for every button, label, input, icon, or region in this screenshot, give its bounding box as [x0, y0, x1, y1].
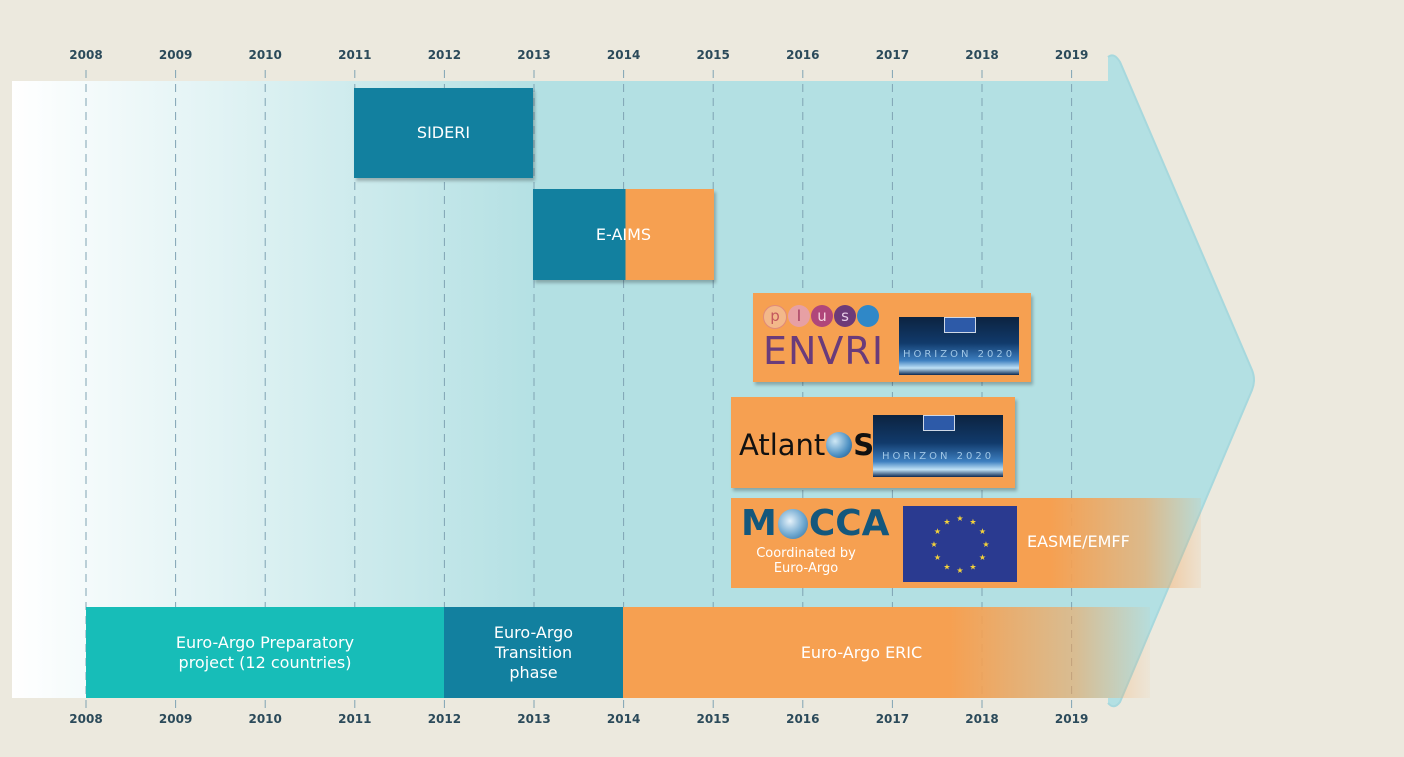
transition-label: Euro-Argo Transition phase — [493, 622, 574, 682]
plus-circles: p l u s — [763, 305, 879, 329]
year-label-top: 2019 — [1054, 48, 1089, 62]
eu-star-icon: ★ — [979, 553, 986, 562]
year-label-bottom: 2009 — [158, 712, 193, 726]
eu-star-icon: ★ — [956, 566, 963, 575]
easme-label: EASME/EMFF — [1027, 532, 1130, 551]
year-label-top: 2014 — [606, 48, 641, 62]
mocca-box: M CCA Coordinated by Euro-Argo ★★★★★★★★★… — [731, 498, 1201, 588]
mocca-globe-icon — [777, 509, 808, 539]
envri-wordmark: ENVRI — [763, 329, 885, 373]
year-label-bottom: 2018 — [965, 712, 999, 726]
atlantos-text-end: S — [853, 428, 875, 462]
sideri-label: SIDERI — [416, 123, 471, 142]
preparatory-label: Euro-Argo Preparatory project (12 countr… — [175, 632, 355, 672]
mocca-wordmark: M CCA — [741, 504, 901, 544]
eu-star-icon: ★ — [930, 540, 937, 549]
horizon-2020-banner: HORIZON 2020 — [899, 317, 1019, 375]
eu-star-icon: ★ — [969, 517, 976, 526]
eu-star-icon: ★ — [956, 514, 963, 523]
year-label-bottom: 2013 — [517, 712, 551, 726]
year-label-top: 2017 — [875, 48, 910, 62]
mocca-logo: M CCA Coordinated by Euro-Argo — [741, 504, 901, 584]
atlantos-logo: Atlant S — [739, 425, 874, 465]
preparatory-bar: Euro-Argo Preparatory project (12 countr… — [86, 607, 444, 698]
envri-plus-box: p l u s ENVRI HORIZON 2020 — [753, 293, 1031, 382]
year-label-top: 2012 — [427, 48, 462, 62]
eu-star-icon: ★ — [979, 527, 986, 536]
year-label-bottom: 2010 — [248, 712, 282, 726]
eu-flag-icon — [944, 317, 976, 333]
plus-circle-s: s — [834, 305, 856, 327]
atlantos-text-start: Atlant — [739, 428, 826, 462]
eu-star-icon: ★ — [982, 540, 989, 549]
year-label-bottom: 2019 — [1054, 712, 1089, 726]
eaims-label: E-AIMS — [595, 224, 652, 244]
year-label-bottom: 2011 — [338, 712, 372, 726]
year-label-bottom: 2016 — [786, 712, 820, 726]
atlantos-box: Atlant S HORIZON 2020 — [731, 397, 1015, 488]
sideri-bar: SIDERI — [354, 88, 533, 178]
year-label-top: 2008 — [69, 48, 103, 62]
eu-star-icon: ★ — [934, 553, 941, 562]
year-label-bottom: 2014 — [606, 712, 641, 726]
eric-bar: Euro-Argo ERIC — [623, 607, 1150, 698]
horizon-2020-text: HORIZON 2020 — [881, 451, 995, 462]
year-label-bottom: 2012 — [427, 712, 462, 726]
plus-circle-l: l — [788, 305, 810, 327]
eric-label: Euro-Argo ERIC — [800, 642, 923, 662]
plus-circle-p: p — [763, 305, 787, 329]
envri-plus-logo: p l u s ENVRI — [763, 305, 895, 375]
mocca-text-end: CCA — [808, 503, 890, 544]
year-label-top: 2013 — [517, 48, 551, 62]
year-label-top: 2016 — [786, 48, 820, 62]
year-label-top: 2011 — [338, 48, 372, 62]
year-label-top: 2018 — [965, 48, 999, 62]
transition-bar: Euro-Argo Transition phase — [444, 607, 623, 698]
eu-stars-icon: ★★★★★★★★★★★★ — [930, 514, 989, 575]
eu-star-icon: ★ — [943, 563, 950, 572]
plus-circle-globe-icon — [857, 305, 879, 327]
eu-flag-panel: ★★★★★★★★★★★★ — [903, 506, 1017, 582]
eu-flag-icon — [923, 415, 955, 431]
year-label-bottom: 2008 — [69, 712, 103, 726]
year-label-bottom: 2017 — [875, 712, 910, 726]
year-label-top: 2009 — [158, 48, 193, 62]
year-label-top: 2015 — [696, 48, 730, 62]
eaims-bar: E-AIMS — [533, 189, 714, 280]
eu-star-icon: ★ — [934, 527, 941, 536]
horizon-2020-text: HORIZON 2020 — [902, 349, 1016, 360]
year-label-bottom: 2015 — [696, 712, 730, 726]
horizon-2020-banner: HORIZON 2020 — [873, 415, 1003, 477]
mocca-caption: Coordinated by Euro-Argo — [756, 546, 856, 576]
plus-circle-u: u — [811, 305, 833, 327]
eu-star-icon: ★ — [969, 563, 976, 572]
year-label-top: 2010 — [248, 48, 282, 62]
eu-star-icon: ★ — [943, 517, 950, 526]
mocca-text-start: M — [741, 503, 777, 544]
atlantos-globe-icon — [826, 432, 853, 458]
